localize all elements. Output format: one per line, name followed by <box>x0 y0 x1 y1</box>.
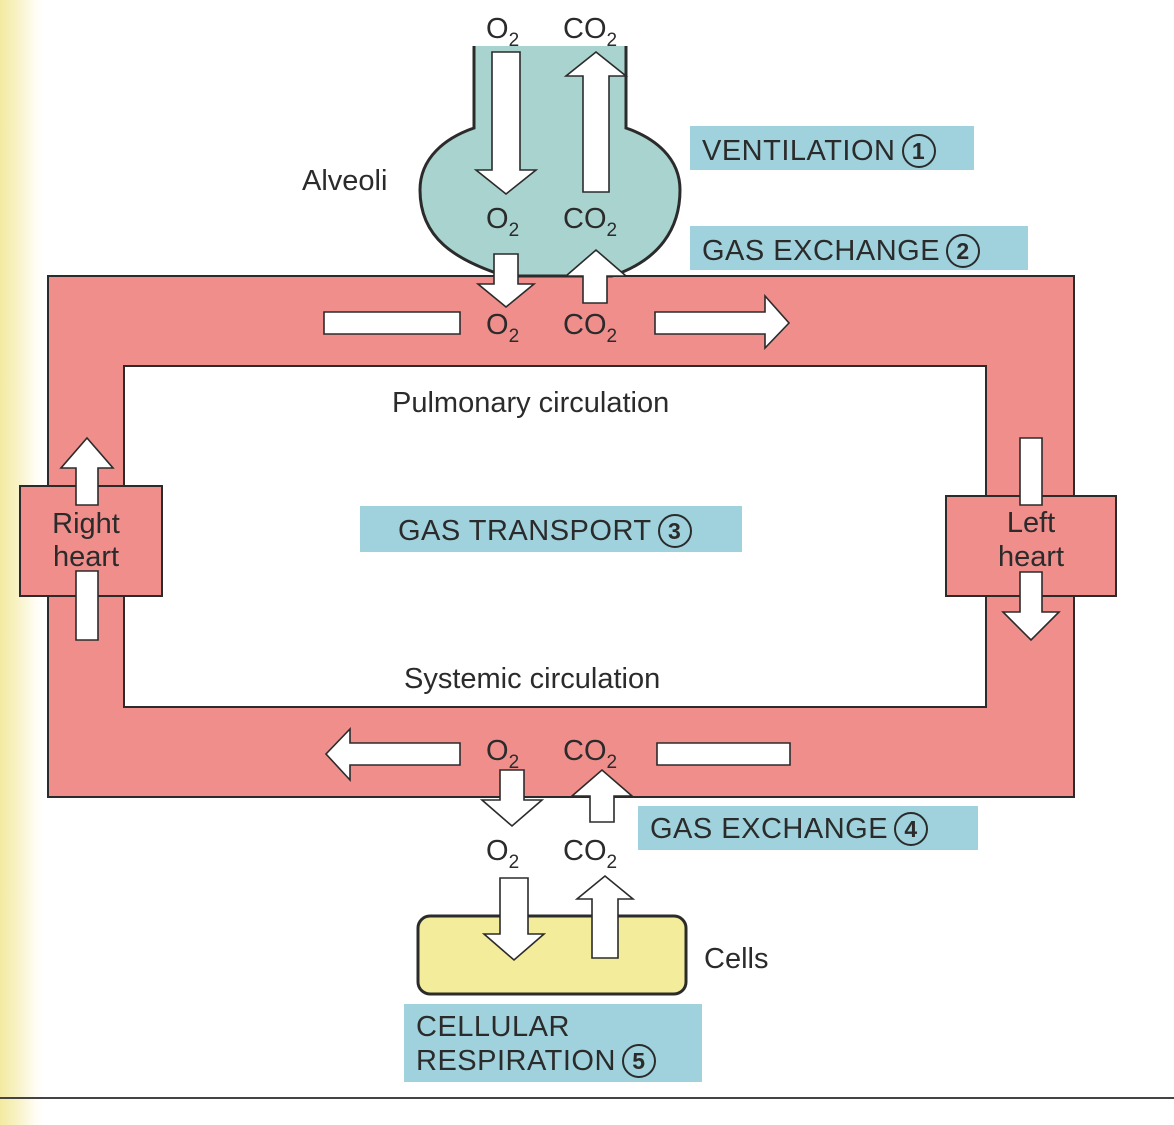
cells-block <box>416 914 688 996</box>
step-3-badge: 3 <box>657 514 692 548</box>
left-heart-label-line1: Left <box>1007 507 1055 539</box>
co2-alveoli-label: CO2 <box>563 203 617 241</box>
co2-tissue-arrow <box>569 768 635 823</box>
pulmonary-flow-bar <box>323 311 461 335</box>
right-heart-up-arrow <box>59 436 115 506</box>
step-5-badge: 5 <box>621 1044 656 1078</box>
o2-cells-label: O2 <box>486 835 519 873</box>
step-1-badge: 1 <box>901 134 936 168</box>
systemic-flow-arrow <box>324 727 461 783</box>
o2-top-label: O2 <box>486 13 519 51</box>
co2-systemic-label: CO2 <box>563 735 617 773</box>
step-2-badge: 2 <box>946 234 981 268</box>
o2-diffusion-arrow <box>475 253 537 309</box>
alveoli-label: Alveoli <box>302 165 387 197</box>
o2-cell-arrow <box>481 877 547 962</box>
o2-systemic-label: O2 <box>486 735 519 773</box>
systemic-circulation-label: Systemic circulation <box>404 663 660 695</box>
cells-label: Cells <box>704 943 768 975</box>
right-heart-label-line1: Right <box>52 508 120 540</box>
left-heart-upper-bar <box>1019 437 1043 506</box>
co2-cells-label: CO2 <box>563 835 617 873</box>
co2-pulmonary-label: CO2 <box>563 309 617 347</box>
o2-tissue-arrow <box>479 769 545 828</box>
pulmonary-circulation-label: Pulmonary circulation <box>392 387 669 419</box>
o2-alveoli-label: O2 <box>486 203 519 241</box>
left-heart-down-arrow <box>1001 571 1061 642</box>
right-heart-label-line2: heart <box>53 541 119 573</box>
systemic-flow-bar <box>656 742 791 766</box>
step-4-badge: 4 <box>894 812 929 846</box>
cellular-respiration-line1: CELLULAR <box>416 1011 570 1043</box>
o2-inhale-arrow <box>473 51 539 196</box>
left-heart-label-line2: heart <box>998 541 1064 573</box>
pulmonary-flow-arrow <box>654 293 791 350</box>
co2-cell-arrow <box>574 874 636 959</box>
cellular-respiration-line2: RESPIRATION <box>416 1045 616 1077</box>
o2-pulmonary-label: O2 <box>486 309 519 347</box>
co2-exhale-arrow <box>563 50 629 193</box>
co2-top-label: CO2 <box>563 13 617 51</box>
right-heart-lower-bar <box>75 570 99 641</box>
co2-diffusion-arrow <box>563 248 629 304</box>
alveoli-sac <box>418 46 682 278</box>
bottom-rule <box>0 1097 1174 1099</box>
